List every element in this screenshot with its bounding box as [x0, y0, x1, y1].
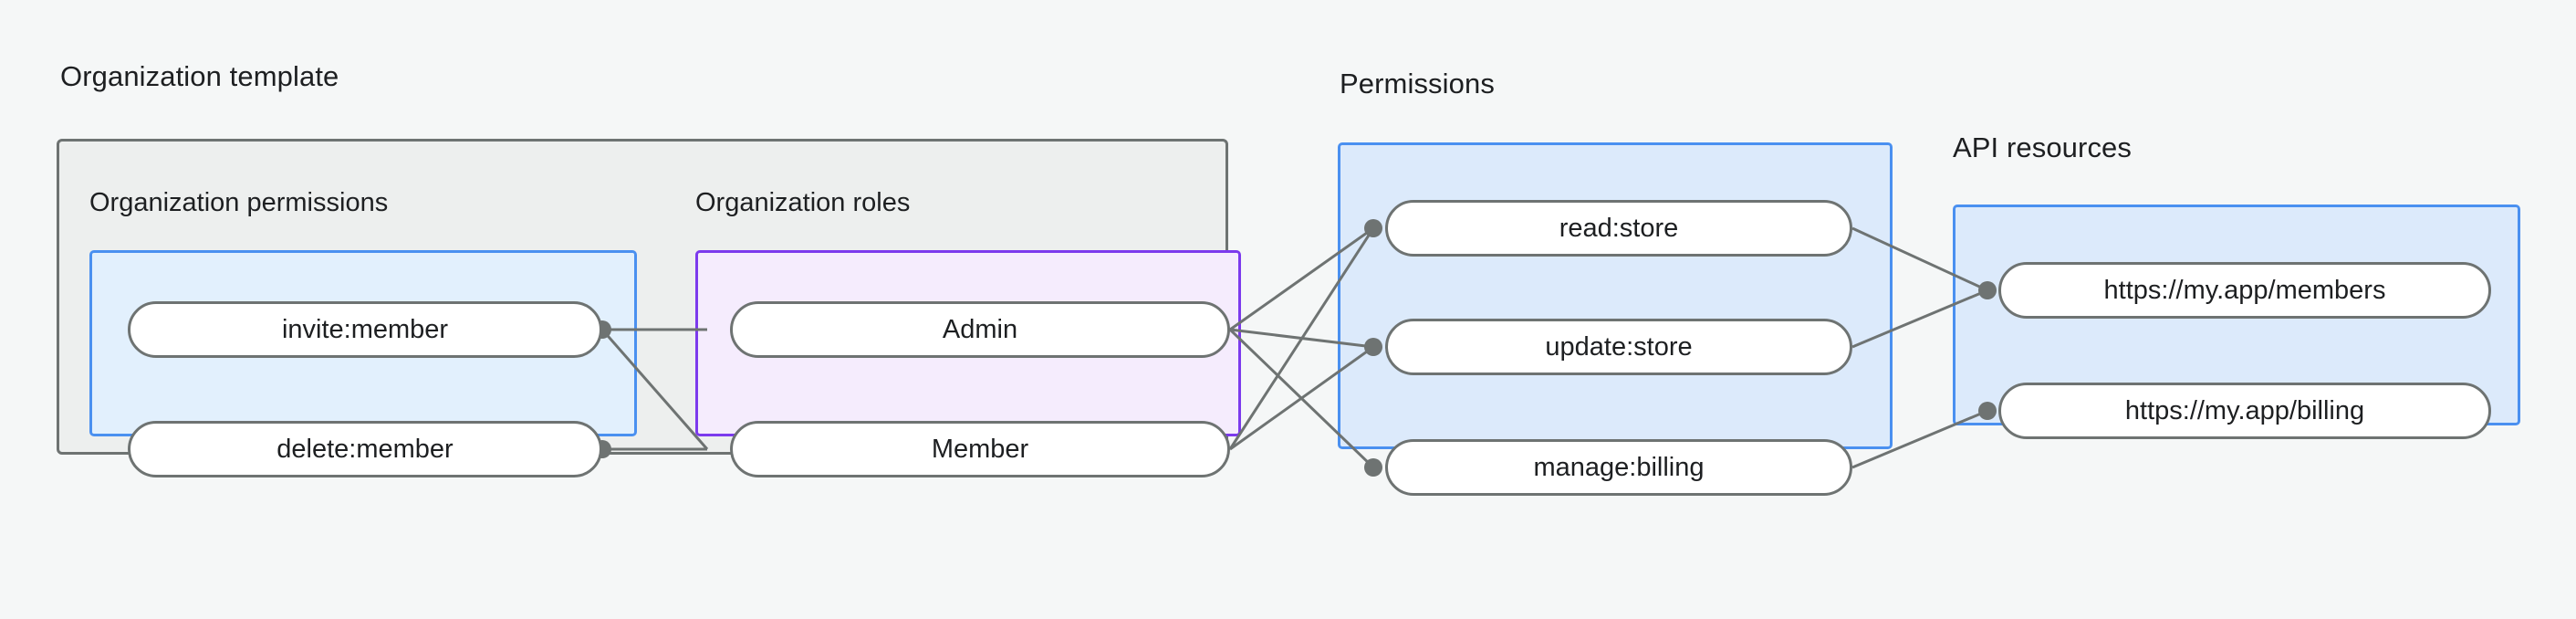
chip-invite-member[interactable]: invite:member — [128, 301, 602, 358]
chip-resource-billing[interactable]: https://my.app/billing — [1998, 383, 2491, 439]
port-manage-billing — [1364, 458, 1382, 477]
org-template-title: Organization template — [60, 60, 339, 92]
org-roles-title: Organization roles — [695, 188, 911, 217]
chip-read-store[interactable]: read:store — [1385, 200, 1852, 257]
chip-delete-member[interactable]: delete:member — [128, 421, 602, 477]
permissions-container — [1338, 142, 1893, 449]
chip-resource-members[interactable]: https://my.app/members — [1998, 262, 2491, 319]
chip-role-member[interactable]: Member — [730, 421, 1230, 477]
permissions-title: Permissions — [1340, 68, 1495, 100]
org-permissions-title: Organization permissions — [89, 188, 389, 217]
api-resources-title: API resources — [1953, 131, 2132, 163]
chip-manage-billing[interactable]: manage:billing — [1385, 439, 1852, 496]
chip-update-store[interactable]: update:store — [1385, 319, 1852, 375]
chip-role-admin[interactable]: Admin — [730, 301, 1230, 358]
